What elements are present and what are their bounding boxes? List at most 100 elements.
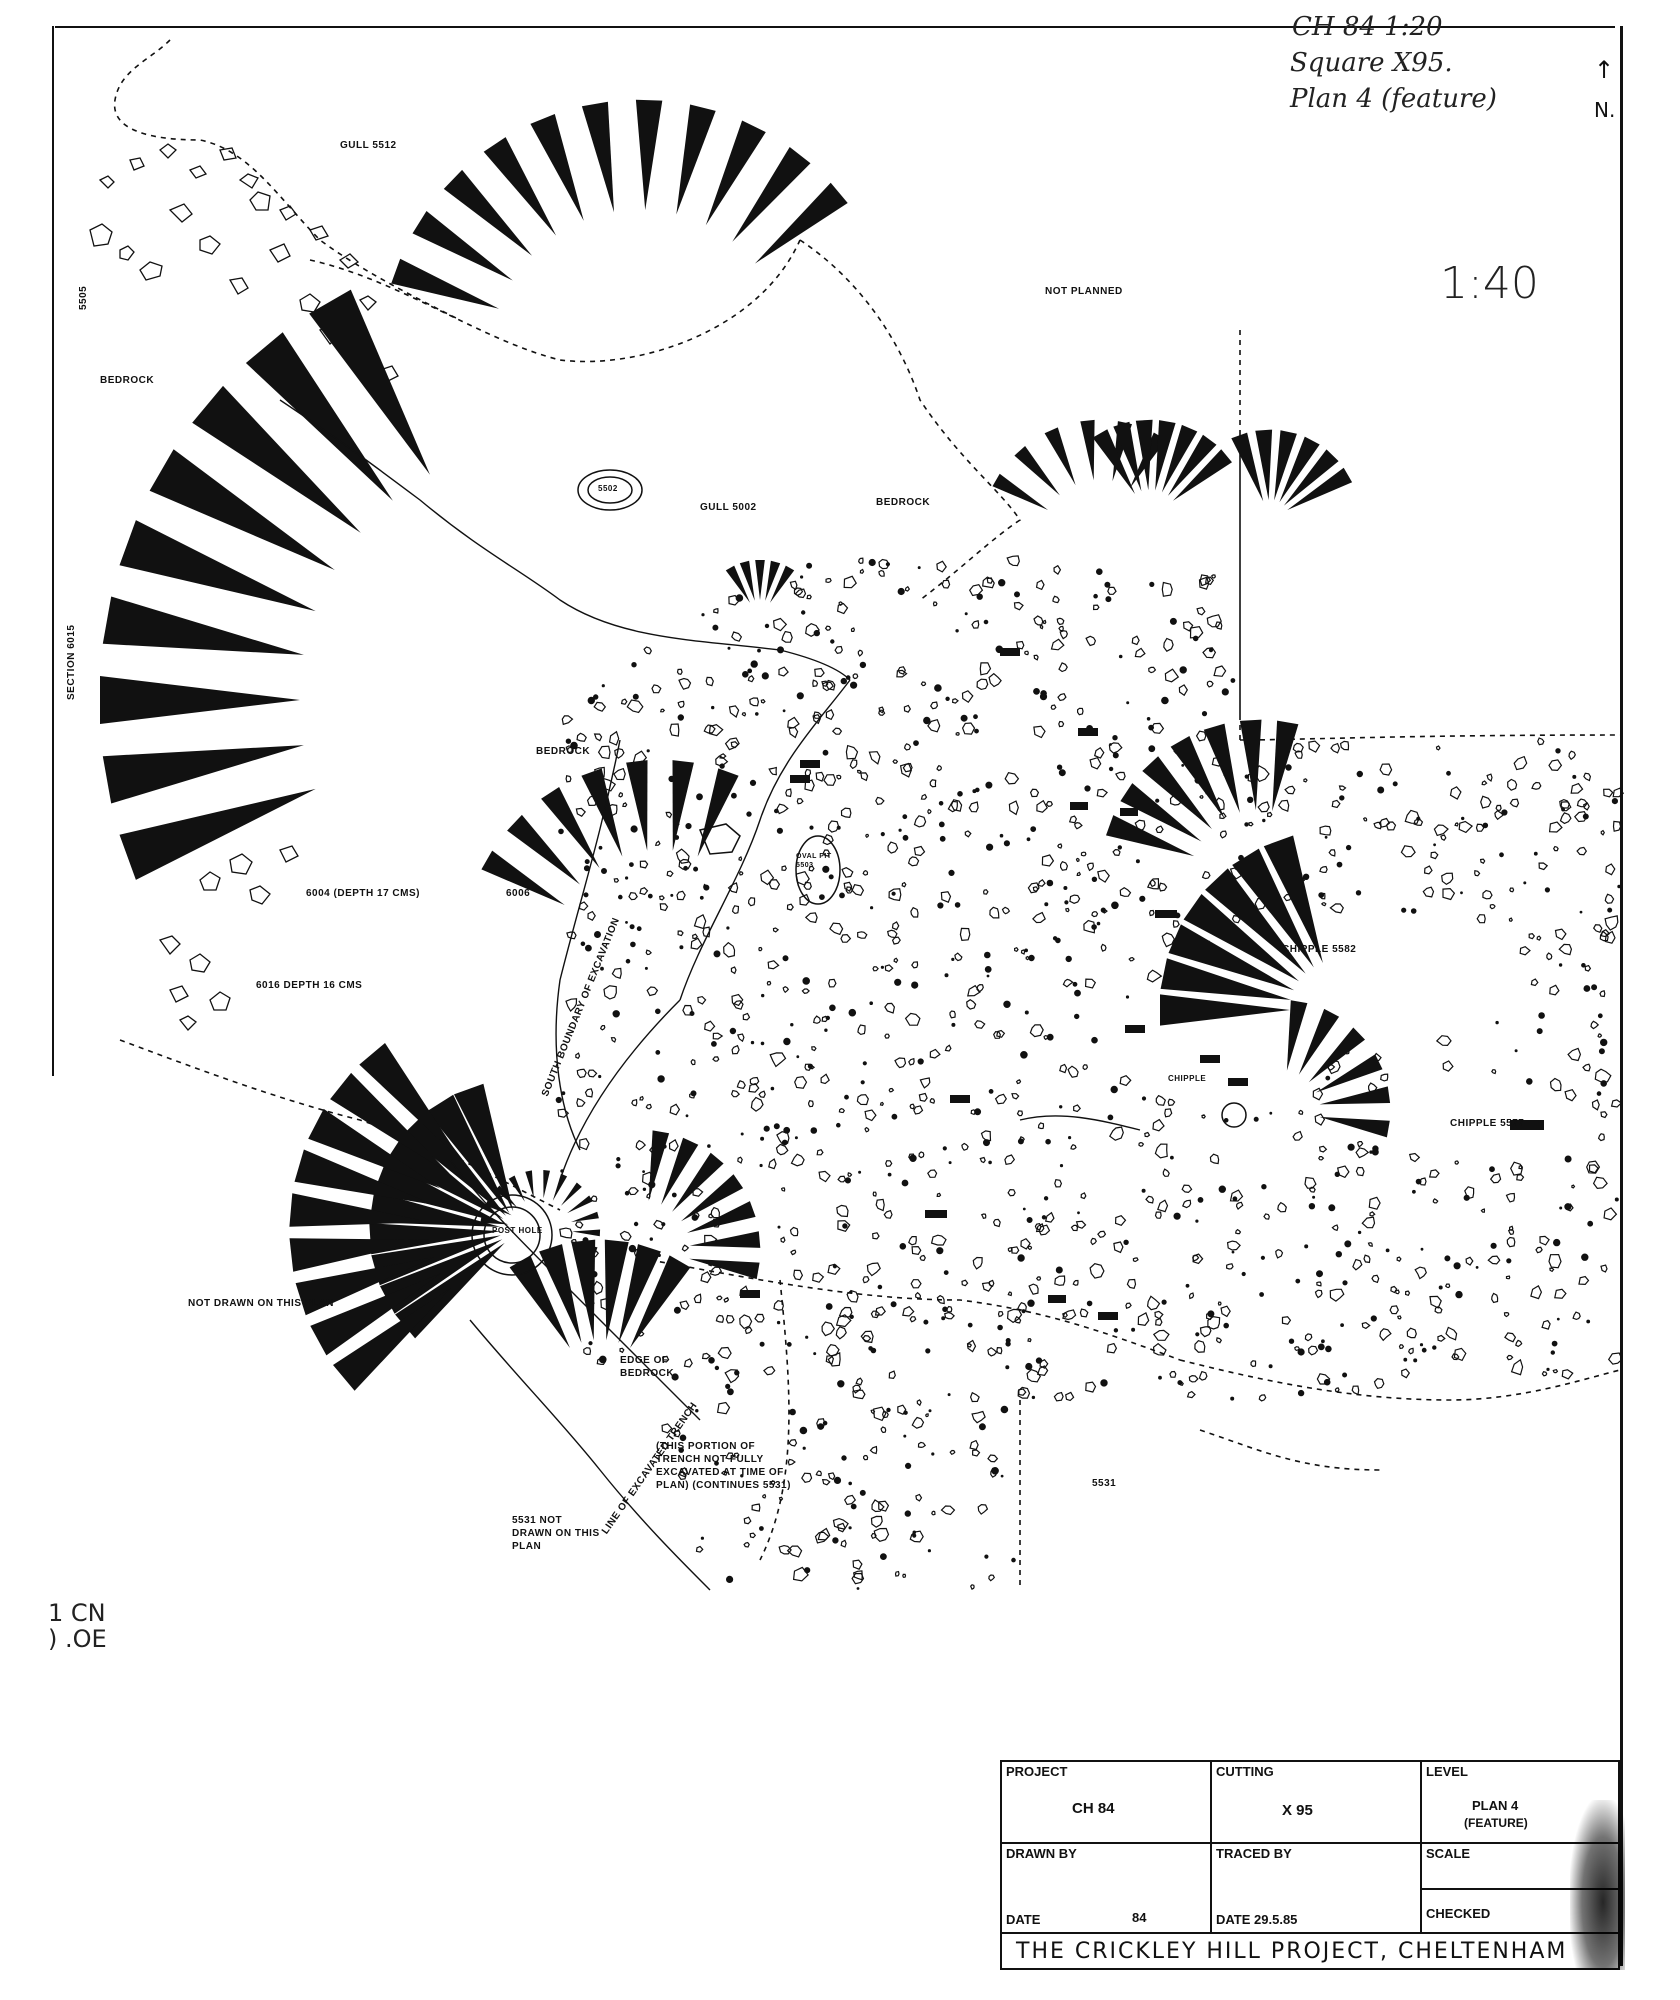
- stone-outline: [799, 893, 811, 906]
- stone-outline: [909, 1530, 924, 1543]
- stone-outline: [836, 602, 849, 615]
- stone-outline: [1084, 978, 1097, 989]
- chipple-dot: [761, 993, 765, 998]
- stone-outline: [702, 926, 711, 938]
- stone-outline: [827, 820, 840, 833]
- stone-outline: [804, 779, 815, 792]
- chipple-dot: [1195, 1219, 1199, 1223]
- stone-outline: [1554, 928, 1567, 941]
- stone-outline: [851, 1572, 865, 1585]
- stone-outline: [918, 1092, 928, 1102]
- stone-outline: [827, 1472, 836, 1481]
- hachure-wedge: [102, 596, 304, 655]
- stone-outline: [1444, 1283, 1451, 1289]
- stone-outline: [838, 1306, 853, 1318]
- chipple-dot: [629, 862, 634, 867]
- stone-outline: [1257, 801, 1270, 813]
- stone-outline: [751, 1503, 761, 1512]
- stone-outline: [1161, 932, 1175, 948]
- chipple-dot: [1455, 1290, 1463, 1299]
- stone-outline: [575, 1052, 581, 1059]
- date2-caption: DATE 29.5.85: [1216, 1912, 1298, 1927]
- stone-outline: [1591, 1099, 1600, 1111]
- chipple-dot: [985, 843, 994, 851]
- date-value: 84: [1132, 1910, 1147, 1925]
- chipple-dot: [593, 930, 601, 938]
- stone-outline: [788, 1438, 798, 1447]
- chipple-dot: [1208, 648, 1214, 653]
- chipple-dot: [810, 1127, 818, 1134]
- stone-outline: [681, 1244, 690, 1252]
- stone-outline: [1475, 823, 1485, 832]
- label-context-5531: 5531: [1092, 1478, 1117, 1489]
- hachure-wedge: [386, 1134, 504, 1219]
- chipple-dot: [671, 1373, 679, 1381]
- chipple-dot: [1056, 764, 1063, 770]
- chipple-dot: [1195, 1332, 1200, 1337]
- chipple-dot: [749, 779, 757, 787]
- stone-outline: [1401, 1368, 1411, 1379]
- stone-outline: [908, 1057, 915, 1066]
- stone-outline: [835, 1326, 847, 1340]
- chipple-dot: [1005, 1341, 1011, 1347]
- chipple-dot: [1000, 1405, 1009, 1414]
- stone-outline: [1442, 1060, 1454, 1072]
- stone-outline: [732, 1000, 744, 1010]
- stone-outline: [1565, 1203, 1574, 1212]
- stone-outline: [709, 1266, 723, 1276]
- stone-outline: [662, 1355, 670, 1363]
- stone-outline: [1201, 870, 1211, 880]
- stone-outline: [1404, 809, 1420, 824]
- stone-outline: [679, 1300, 690, 1311]
- chipple-dot: [1526, 1078, 1533, 1085]
- hachure-wedge: [1272, 720, 1299, 812]
- chipple-dot: [880, 1553, 887, 1560]
- stone-outline: [1075, 1220, 1087, 1229]
- chipple-dot: [1028, 954, 1035, 962]
- hachure-wedge: [739, 560, 755, 601]
- chipple-dot: [1223, 1118, 1229, 1123]
- chipple-dot: [770, 1086, 775, 1091]
- stone-outline: [1027, 1337, 1032, 1343]
- stone-outline: [1013, 601, 1024, 611]
- chipple-dot: [1063, 885, 1068, 890]
- stone-outline: [790, 1249, 797, 1256]
- chipple-dot: [936, 1247, 944, 1255]
- stone-outline: [1027, 1245, 1033, 1251]
- stone-outline: [675, 848, 690, 864]
- chipple-dot: [673, 1306, 681, 1314]
- stone-outline: [794, 1076, 808, 1089]
- hachure-wedge: [1142, 756, 1212, 830]
- stone-outline: [856, 1094, 869, 1106]
- hachure-wedge: [661, 1137, 699, 1205]
- stone-outline: [785, 788, 792, 798]
- stone-outline: [818, 1170, 831, 1183]
- stone-outline: [1155, 1094, 1166, 1106]
- chipple-dot: [837, 1380, 845, 1388]
- stone-outline: [1435, 1035, 1452, 1047]
- hachure-wedge: [1205, 868, 1306, 974]
- stone-outline: [972, 1256, 983, 1270]
- stone-outline: [878, 709, 886, 716]
- stone-outline: [1004, 1154, 1016, 1165]
- chipple-dot: [725, 1383, 731, 1390]
- stone-outline: [832, 1517, 849, 1530]
- stone-outline: [739, 1314, 753, 1330]
- stone-outline: [916, 1399, 922, 1407]
- chipple-dot: [1421, 1347, 1427, 1353]
- chipple-dot: [1093, 593, 1098, 599]
- stone-outline: [837, 1220, 851, 1233]
- chipple-dot: [891, 1113, 898, 1120]
- stone-outline: [815, 771, 825, 782]
- stone-outline: [1008, 800, 1019, 816]
- chipple-dot: [1044, 902, 1049, 907]
- chipple-dot: [976, 593, 983, 600]
- hachure-wedge: [765, 560, 781, 601]
- hachure-wedge: [1173, 449, 1232, 501]
- stone-outline: [1128, 956, 1135, 962]
- stone-outline: [837, 1522, 846, 1533]
- chipple-dot: [1552, 1238, 1561, 1247]
- chipple-dot: [806, 562, 813, 569]
- stone-outline: [715, 1314, 725, 1323]
- chipple-dot: [1100, 1379, 1108, 1387]
